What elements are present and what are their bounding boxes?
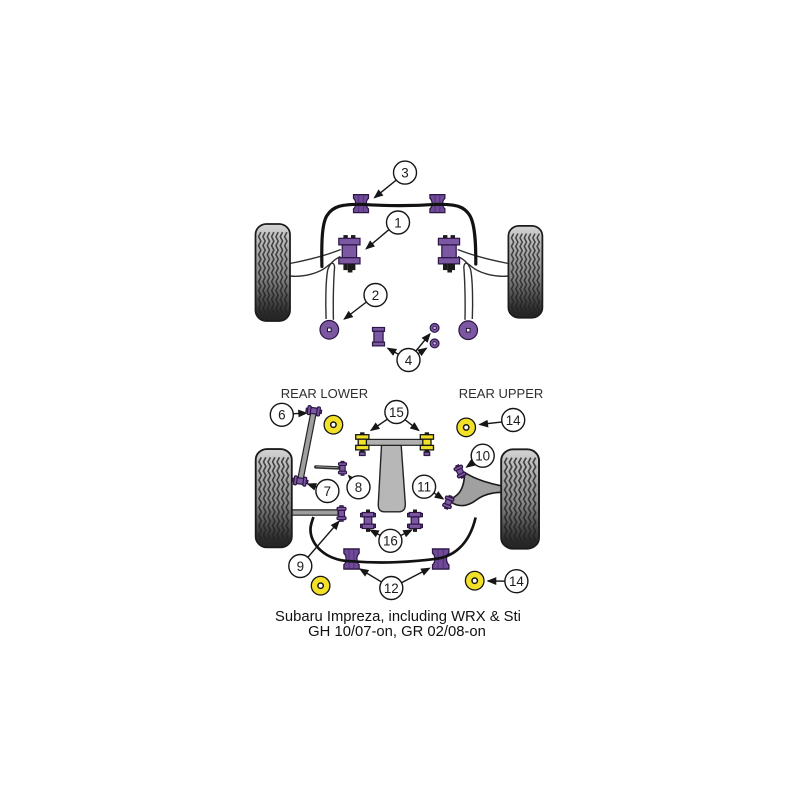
- svg-text:14: 14: [506, 413, 521, 428]
- svg-text:Subaru Impreza, including WRX: Subaru Impreza, including WRX & Sti: [275, 609, 521, 625]
- svg-text:2: 2: [372, 288, 379, 303]
- svg-text:11: 11: [417, 480, 431, 495]
- svg-text:14: 14: [509, 574, 524, 589]
- svg-text:1: 1: [394, 215, 401, 230]
- svg-text:GH 10/07-on, GR 02/08-on: GH 10/07-on, GR 02/08-on: [308, 624, 486, 640]
- svg-text:4: 4: [405, 353, 413, 368]
- svg-text:12: 12: [384, 581, 399, 596]
- svg-text:10: 10: [475, 449, 490, 464]
- svg-text:8: 8: [355, 480, 362, 495]
- svg-text:15: 15: [389, 405, 404, 420]
- svg-text:16: 16: [383, 534, 398, 549]
- svg-text:REAR LOWER: REAR LOWER: [281, 386, 368, 401]
- svg-text:9: 9: [297, 559, 304, 574]
- svg-text:3: 3: [401, 165, 408, 180]
- svg-text:6: 6: [278, 408, 285, 423]
- svg-text:REAR UPPER: REAR UPPER: [459, 386, 544, 401]
- svg-text:7: 7: [324, 484, 331, 499]
